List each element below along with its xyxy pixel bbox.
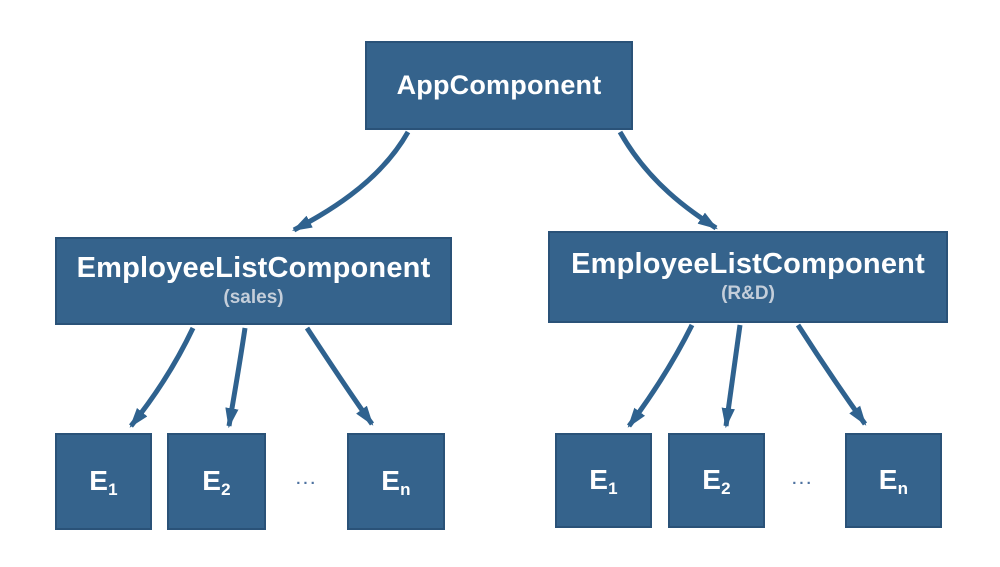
node-rd-employee-1: E1	[555, 433, 652, 528]
arrow-sales-to-e2	[225, 327, 248, 429]
leaf-subscript: n	[897, 479, 909, 499]
node-employee-list-sales: EmployeeListComponent (sales)	[55, 237, 452, 325]
node-employee-list-rd: EmployeeListComponent (R&D)	[548, 231, 948, 323]
node-rd-employee-1-label: E1	[589, 464, 618, 499]
node-sales-employee-2-label: E2	[202, 465, 231, 500]
node-rd-employee-n-label: En	[878, 464, 909, 499]
ellipsis-rd: ...	[792, 471, 814, 488]
node-app-component-label: AppComponent	[396, 69, 602, 100]
leaf-subscript: 1	[608, 479, 618, 499]
node-rd-employee-2-label: E2	[702, 464, 731, 499]
node-employee-list-sales-sublabel: (sales)	[223, 287, 284, 309]
leaf-subscript: 2	[721, 479, 731, 499]
arrow-rd-to-e1	[626, 323, 695, 428]
arrow-rd-to-e2	[721, 324, 743, 429]
arrow-app-to-rd-list	[617, 130, 718, 231]
node-sales-employee-n-label: En	[381, 465, 411, 500]
node-rd-employee-n: En	[845, 433, 942, 528]
node-employee-list-rd-sublabel: (R&D)	[721, 283, 775, 305]
leaf-base: E	[202, 465, 222, 497]
node-sales-employee-2: E2	[167, 433, 266, 530]
ellipsis-sales: ...	[296, 471, 318, 488]
leaf-subscript: 1	[108, 480, 118, 500]
leaf-base: E	[381, 465, 401, 497]
arrow-rd-to-en	[795, 323, 868, 426]
node-employee-list-sales-label: EmployeeListComponent	[76, 251, 431, 284]
leaf-subscript: 2	[221, 480, 231, 500]
arrow-sales-to-e1	[129, 326, 196, 428]
node-employee-list-rd-label: EmployeeListComponent	[571, 247, 925, 280]
node-sales-employee-n: En	[347, 433, 445, 530]
arrow-sales-to-en	[304, 326, 375, 426]
node-rd-employee-2: E2	[668, 433, 765, 528]
node-sales-employee-1: E1	[55, 433, 152, 530]
leaf-base: E	[89, 465, 109, 497]
leaf-subscript: n	[400, 480, 411, 500]
leaf-base: E	[589, 464, 609, 496]
node-app-component: AppComponent	[365, 41, 633, 130]
leaf-base: E	[702, 464, 722, 496]
node-sales-employee-1-label: E1	[89, 465, 118, 500]
leaf-base: E	[878, 464, 898, 496]
arrow-app-to-sales-list	[292, 130, 411, 233]
